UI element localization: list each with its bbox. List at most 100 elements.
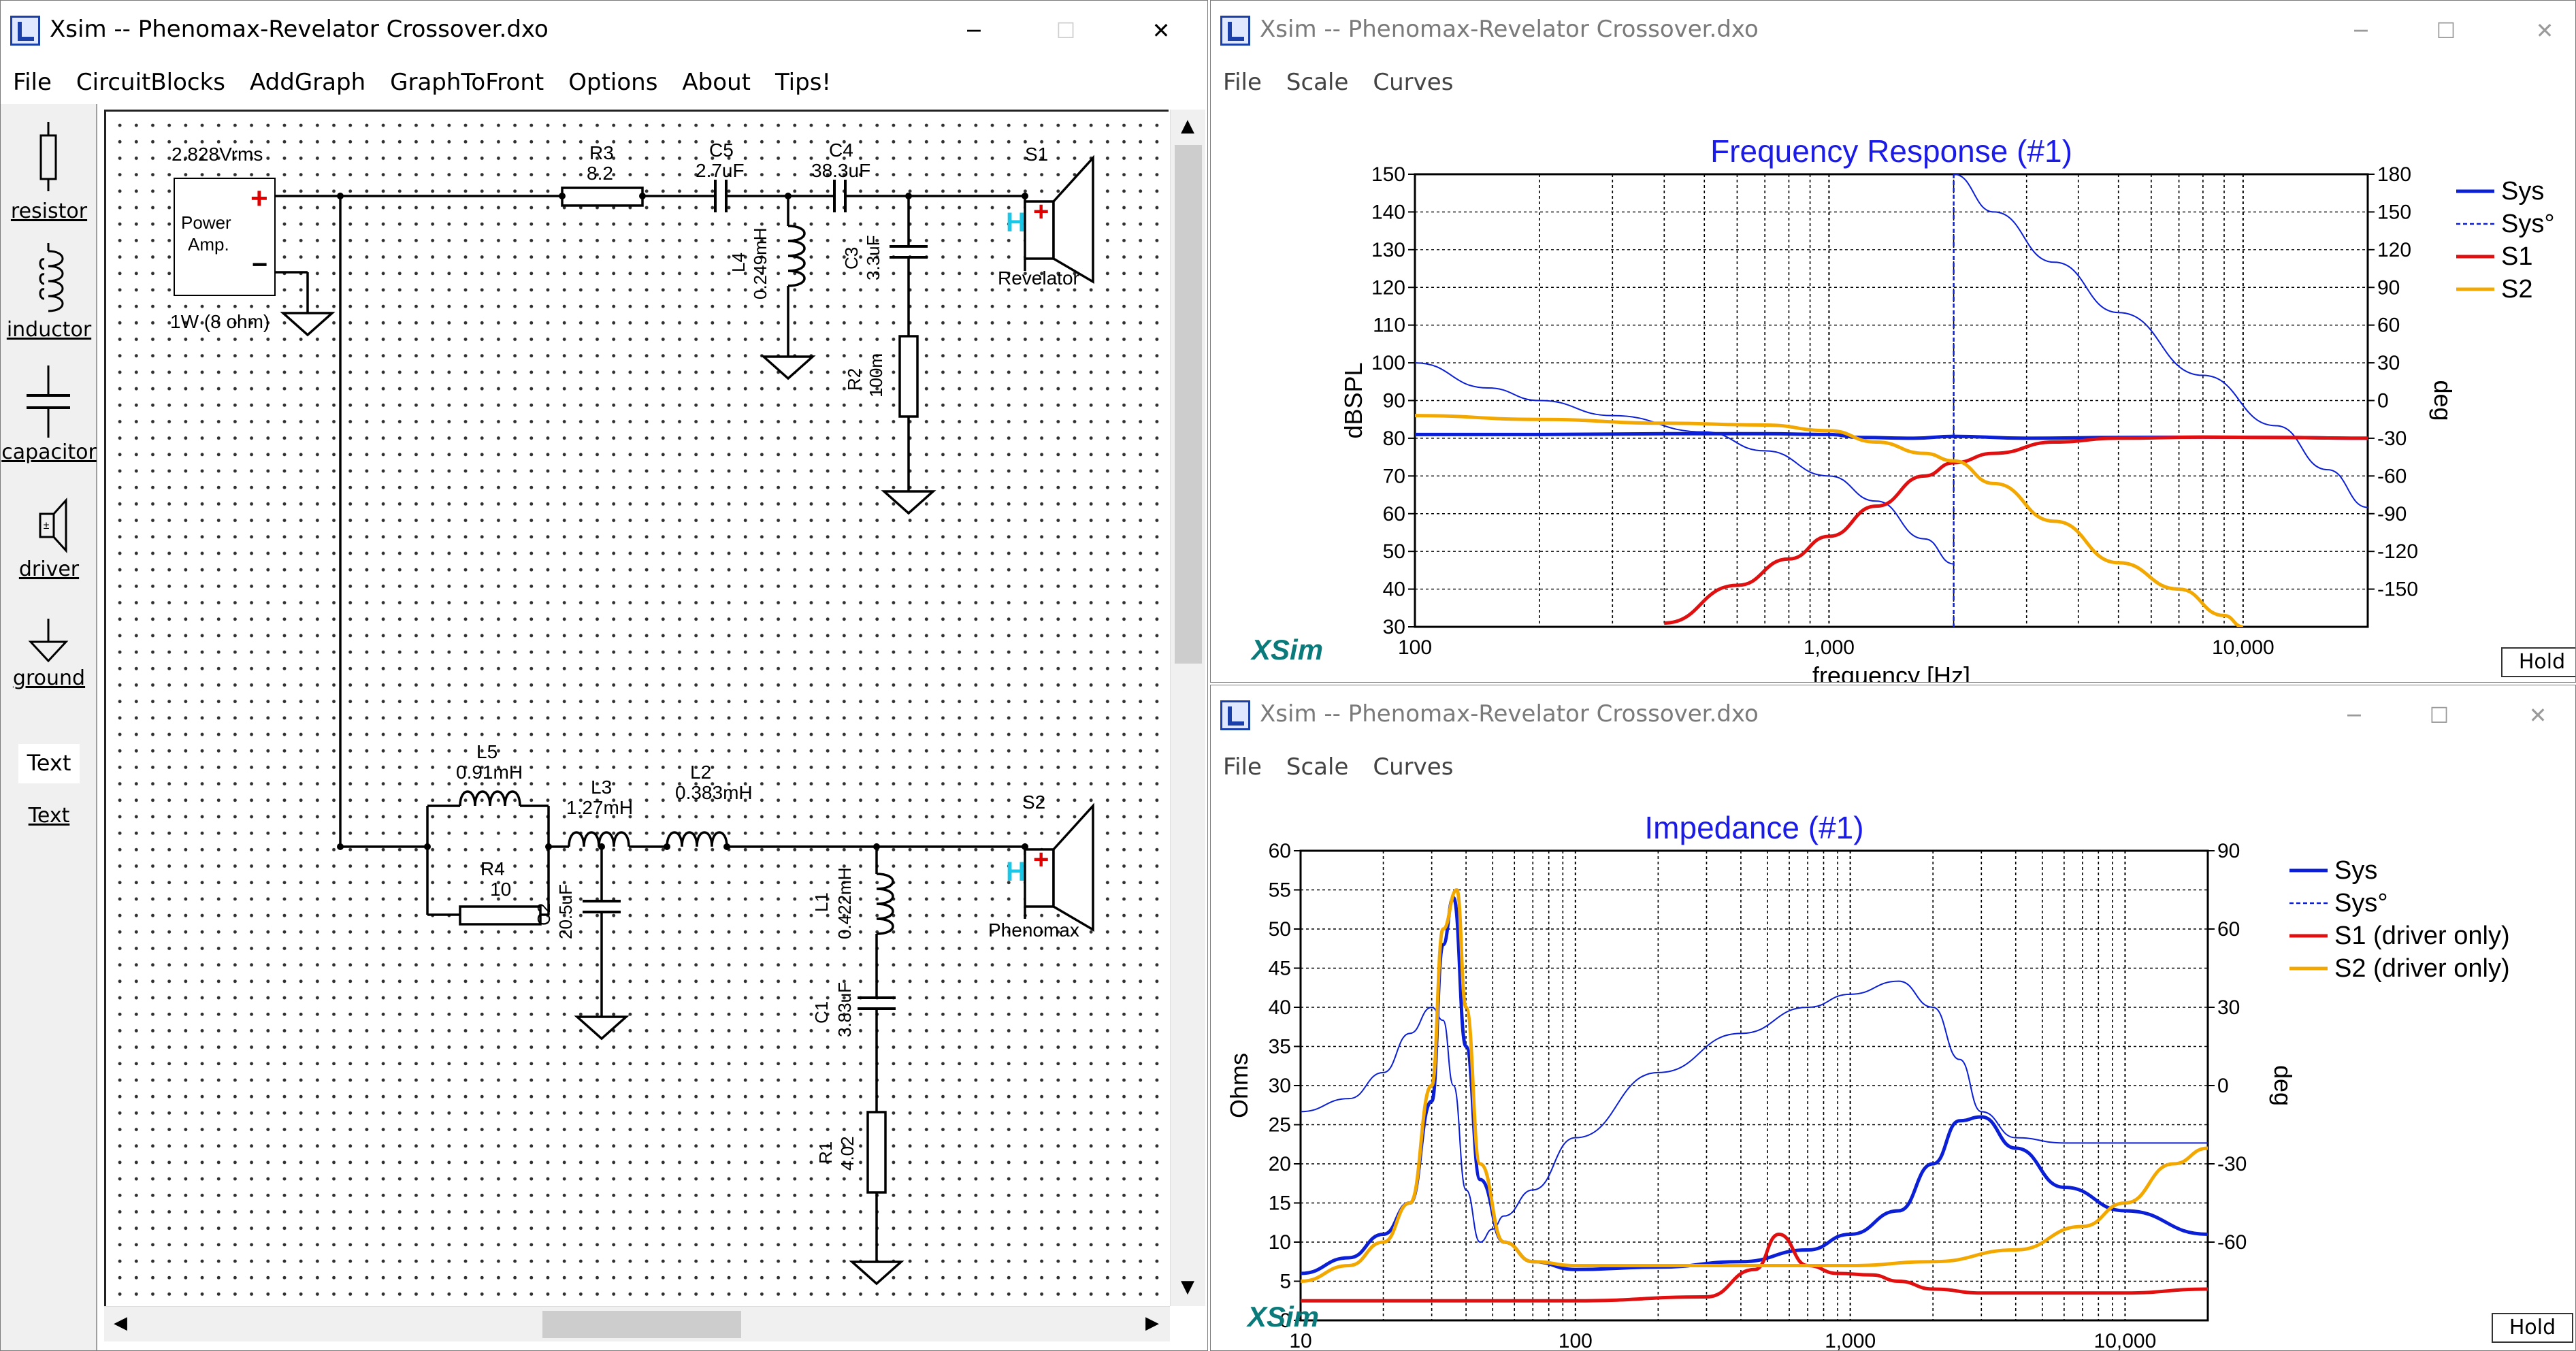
maximize-icon[interactable]: ☐ bbox=[2429, 702, 2449, 728]
scroll-up-icon[interactable]: ▲ bbox=[1181, 116, 1194, 136]
y2-tick-label: -60 bbox=[2377, 465, 2407, 487]
r4-ref: R4 bbox=[480, 858, 505, 879]
toolbox-capacitor[interactable]: capacitor bbox=[1, 364, 97, 480]
toolbox-driver[interactable]: ± driver bbox=[1, 487, 97, 596]
menu-circuit-blocks[interactable]: CircuitBlocks bbox=[76, 69, 226, 96]
resistor-icon bbox=[39, 122, 57, 191]
y-tick-label: 35 bbox=[1269, 1036, 1291, 1058]
y-tick-label: 0 bbox=[1279, 1309, 1291, 1332]
y-tick-label: 100 bbox=[1371, 352, 1405, 374]
hold-button[interactable]: Hold bbox=[2492, 1313, 2573, 1343]
l2-value: 0.383mH bbox=[675, 782, 753, 803]
menu-curves[interactable]: Curves bbox=[1373, 69, 1454, 96]
maximize-icon[interactable]: ☐ bbox=[1056, 18, 1076, 44]
menu-scale[interactable]: Scale bbox=[1286, 753, 1349, 781]
title-bar[interactable]: Xsim -- Phenomax-Revelator Crossover.dxo… bbox=[1, 1, 1207, 62]
menu-add-graph[interactable]: AddGraph bbox=[250, 69, 366, 96]
schematic-canvas[interactable]: 2.828Vrms Power Amp. + − 1W (8 ohm) R3 8… bbox=[104, 110, 1169, 1306]
hold-button[interactable]: Hold bbox=[2501, 647, 2575, 677]
menu-file[interactable]: File bbox=[1223, 69, 1262, 96]
scroll-left-icon[interactable]: ◀ bbox=[114, 1313, 127, 1333]
chart-title: Impedance (#1) bbox=[1644, 810, 1863, 845]
menu-file[interactable]: File bbox=[13, 69, 52, 96]
s2-plus-terminal: + bbox=[1033, 845, 1049, 875]
y2-tick-label: -30 bbox=[2377, 427, 2407, 450]
c5-value: 2.7uF bbox=[696, 160, 745, 181]
y2-tick-label: -90 bbox=[2377, 503, 2407, 525]
menu-options[interactable]: Options bbox=[568, 69, 658, 96]
toolbox-inductor[interactable]: inductor bbox=[1, 242, 97, 357]
toolbox-capacitor-label: capacitor bbox=[1, 440, 97, 464]
horizontal-scroll-thumb[interactable] bbox=[542, 1311, 741, 1338]
scroll-right-icon[interactable]: ▶ bbox=[1145, 1313, 1159, 1333]
c4-value: 38.3uF bbox=[811, 160, 870, 181]
r1-value: 4.02 bbox=[837, 1136, 858, 1171]
y-tick-label: 150 bbox=[1371, 163, 1405, 186]
close-icon[interactable]: ✕ bbox=[1152, 18, 1171, 44]
y-tick-label: 25 bbox=[1269, 1114, 1291, 1137]
c3-value: 3.3uF bbox=[863, 235, 883, 281]
graph-title-bar[interactable]: Xsim -- Phenomax-Revelator Crossover.dxo… bbox=[1211, 685, 2575, 747]
legend-entry: S2 bbox=[2501, 275, 2532, 304]
graph-title-bar[interactable]: Xsim -- Phenomax-Revelator Crossover.dxo… bbox=[1211, 1, 2575, 62]
toolbox-text[interactable]: Text Text bbox=[1, 744, 97, 846]
window-title: Xsim -- Phenomax-Revelator Crossover.dxo bbox=[1260, 16, 1759, 43]
series-line-s2 bbox=[1415, 414, 2244, 627]
series-line-s2-driver-only- bbox=[1301, 888, 2208, 1283]
y2-tick-label: 180 bbox=[2377, 163, 2411, 186]
menu-file[interactable]: File bbox=[1223, 753, 1262, 781]
toolbox-ground[interactable]: ground bbox=[1, 609, 97, 711]
l4-value: 0.249mH bbox=[750, 228, 770, 300]
menu-graph-to-front[interactable]: GraphToFront bbox=[390, 69, 544, 96]
window-title: Xsim -- Phenomax-Revelator Crossover.dxo bbox=[50, 16, 549, 43]
y2-tick-label: 30 bbox=[2217, 996, 2240, 1019]
menu-about[interactable]: About bbox=[682, 69, 751, 96]
close-icon[interactable]: ✕ bbox=[2528, 702, 2547, 728]
x-tick-label: 10,000 bbox=[2094, 1330, 2157, 1351]
scroll-down-icon[interactable]: ▼ bbox=[1181, 1277, 1194, 1297]
x-tick-label: 10,000 bbox=[2212, 636, 2275, 659]
x-tick-label: 100 bbox=[1398, 636, 1432, 659]
legend-entry: S1 (driver only) bbox=[2334, 922, 2510, 950]
toolbox-resistor[interactable]: resistor bbox=[1, 119, 97, 235]
menu-scale[interactable]: Scale bbox=[1286, 69, 1349, 96]
vertical-scrollbar[interactable]: ▲ ▼ bbox=[1170, 110, 1205, 1306]
s1-ref: S1 bbox=[1025, 144, 1048, 165]
series-line-s1 bbox=[1664, 435, 2368, 625]
s1-name: Revelator bbox=[998, 267, 1079, 289]
r3-value: 8.2 bbox=[587, 163, 613, 184]
series-line-sys- bbox=[1301, 980, 2208, 1243]
y2-tick-label: 120 bbox=[2377, 239, 2411, 261]
y-tick-label: 15 bbox=[1269, 1192, 1291, 1215]
y2-tick-label: -60 bbox=[2217, 1231, 2247, 1254]
horizontal-scrollbar[interactable]: ◀ ▶ bbox=[104, 1306, 1170, 1341]
minimize-icon[interactable]: ─ bbox=[2354, 18, 2368, 44]
driver-icon: ± bbox=[39, 498, 67, 553]
l2-ref: L2 bbox=[690, 762, 711, 783]
inductor-icon bbox=[39, 243, 64, 312]
close-icon[interactable]: ✕ bbox=[2535, 18, 2554, 44]
legend-entry: Sys° bbox=[2334, 889, 2388, 917]
y2-tick-label: 0 bbox=[2377, 390, 2389, 412]
x-tick-label: 100 bbox=[1559, 1330, 1593, 1351]
y2-tick-label: 0 bbox=[2217, 1075, 2229, 1097]
c1-value: 3.83uF bbox=[834, 982, 855, 1037]
chart-title: Frequency Response (#1) bbox=[1710, 133, 2072, 169]
graph-menu-bar: File Scale Curves bbox=[1211, 62, 2575, 104]
s1-plus-terminal: + bbox=[1033, 197, 1049, 227]
vertical-scroll-thumb[interactable] bbox=[1175, 145, 1202, 664]
minimize-icon[interactable]: ─ bbox=[967, 18, 981, 44]
maximize-icon[interactable]: ☐ bbox=[2436, 18, 2456, 44]
amp-voltage-label: 2.828Vrms bbox=[172, 144, 263, 165]
frequency-response-chart: 1501401301201101009080706050403018015012… bbox=[1339, 133, 2555, 682]
y2-tick-label: -30 bbox=[2217, 1153, 2247, 1175]
s2-name: Phenomax bbox=[988, 919, 1079, 941]
l1-ref: L1 bbox=[811, 892, 832, 912]
menu-tips[interactable]: Tips! bbox=[775, 69, 832, 96]
y-tick-label: 130 bbox=[1371, 239, 1405, 261]
minimize-icon[interactable]: ─ bbox=[2347, 702, 2361, 728]
series-line-sys- bbox=[1415, 362, 1954, 565]
menu-bar: File CircuitBlocks AddGraph GraphToFront… bbox=[1, 62, 1207, 104]
menu-curves[interactable]: Curves bbox=[1373, 753, 1454, 781]
